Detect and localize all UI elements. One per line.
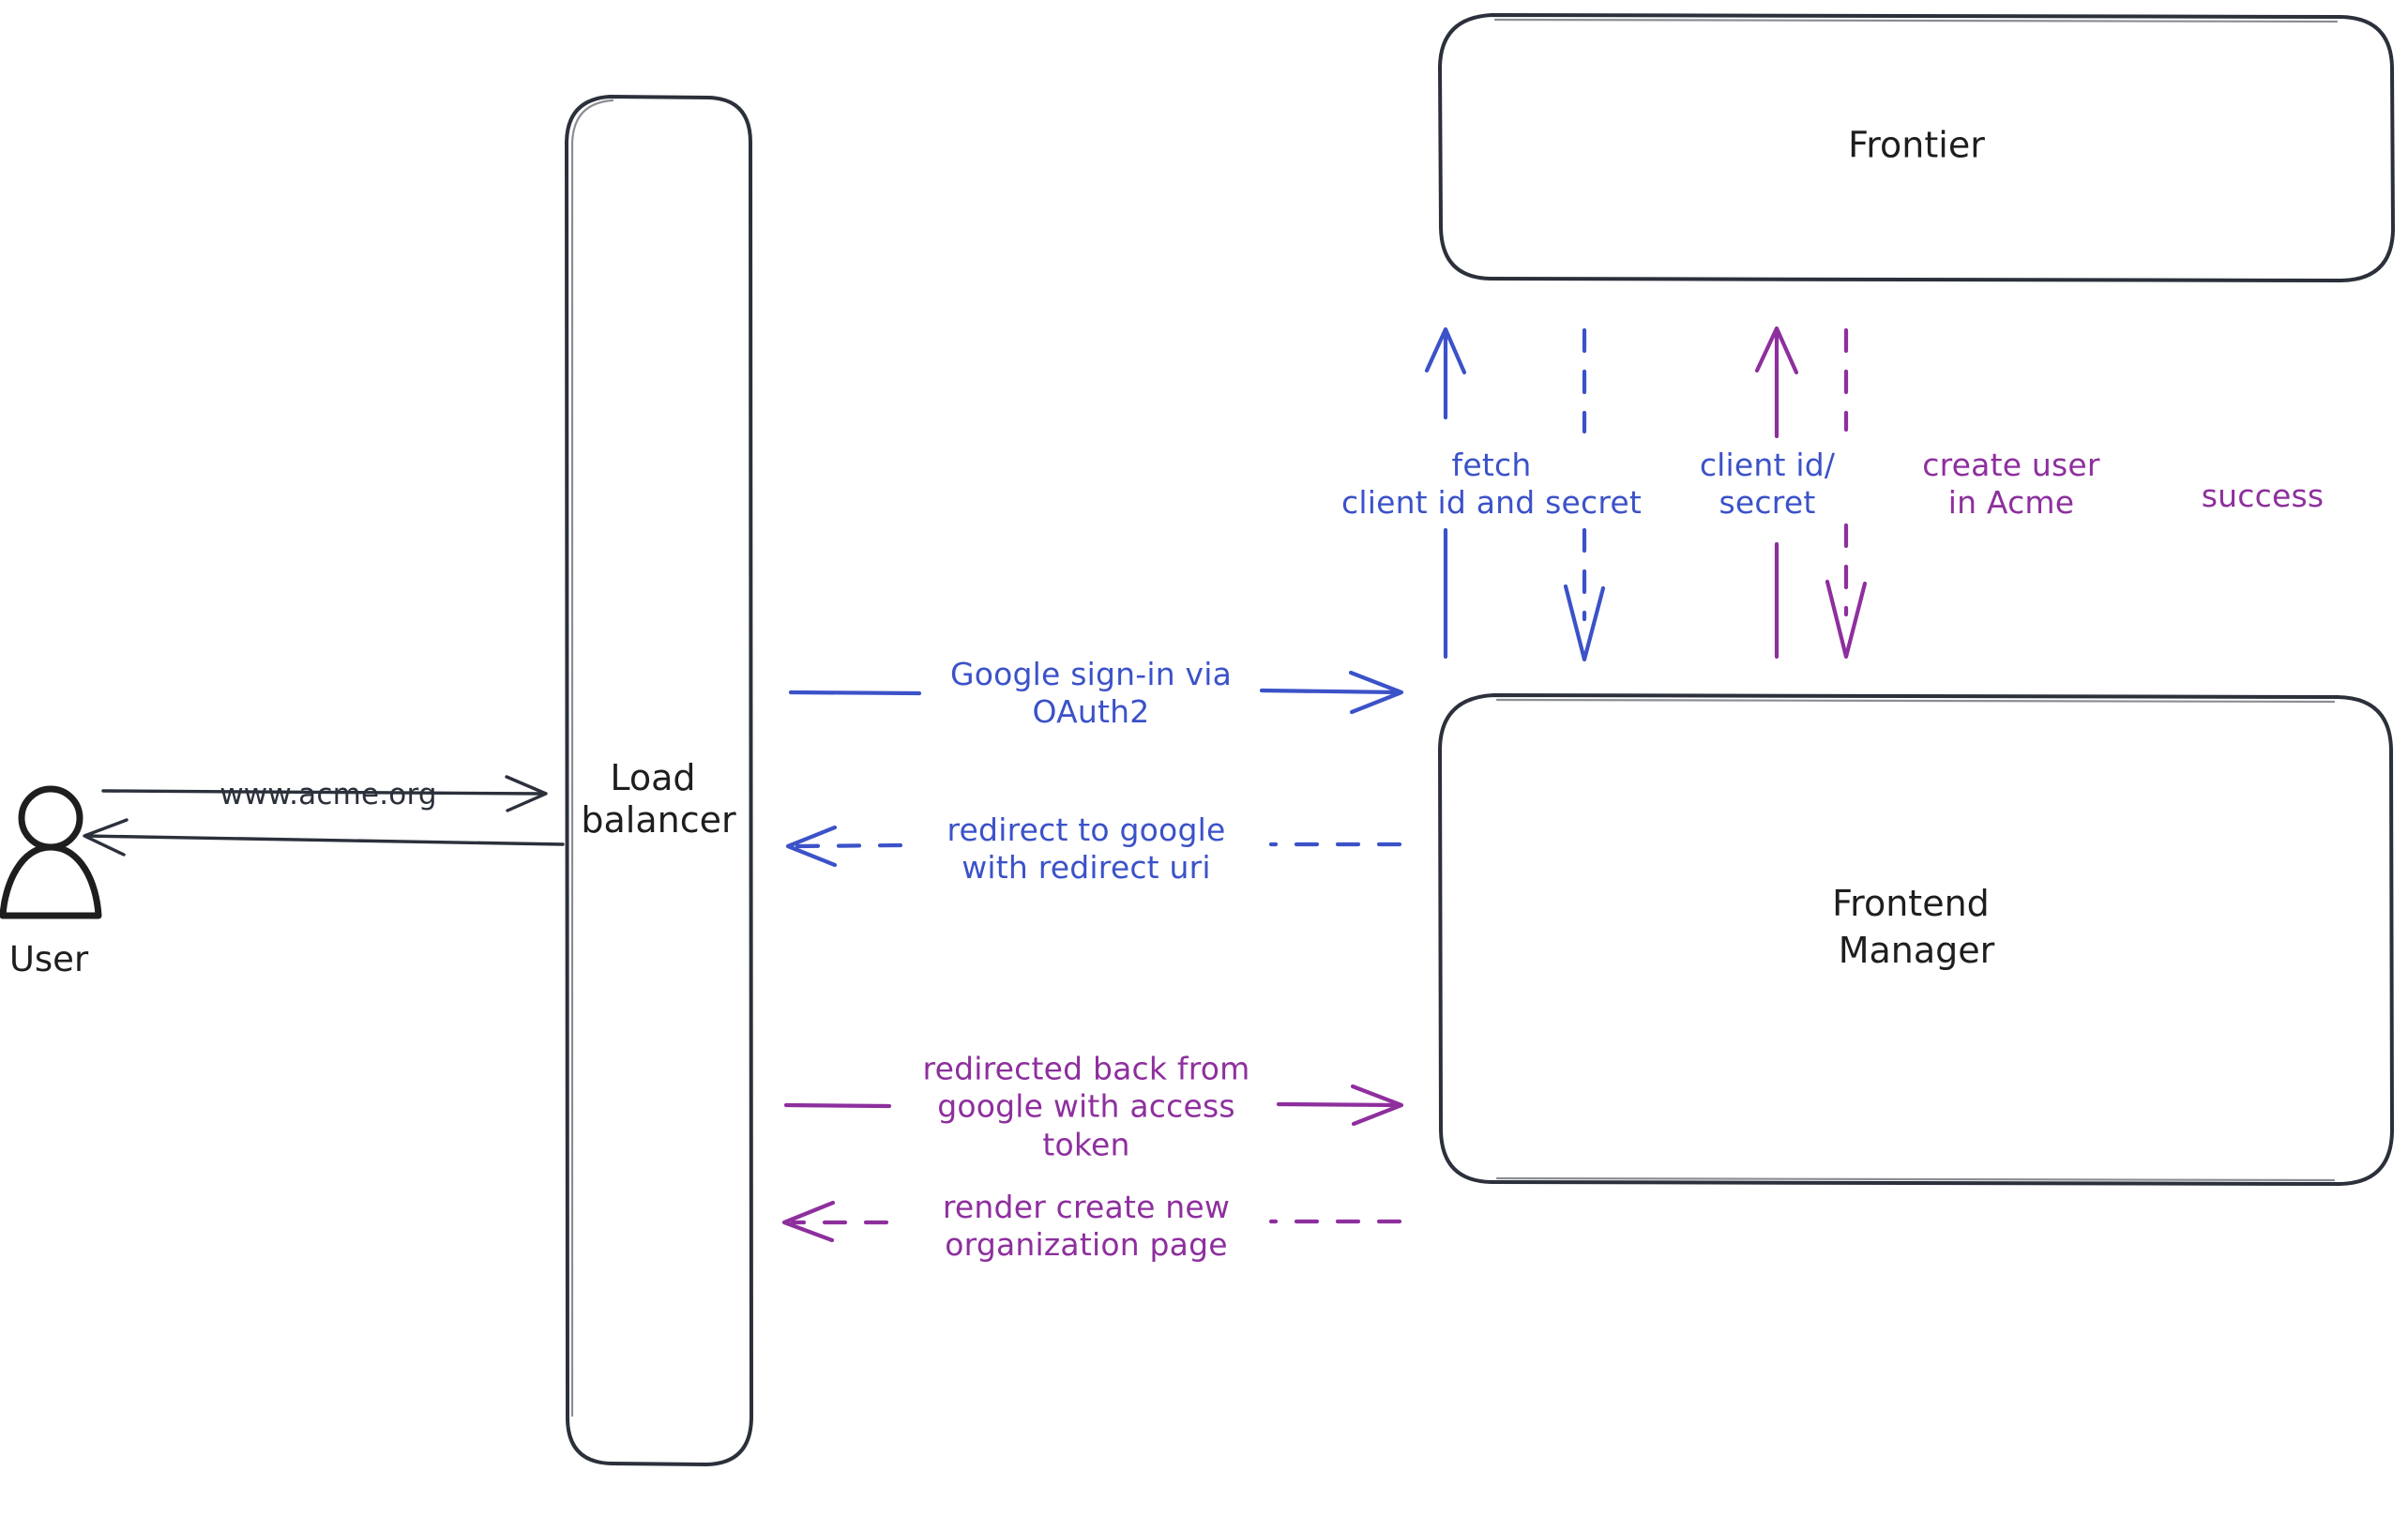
user-label: User: [9, 939, 89, 979]
user-person-icon[interactable]: [0, 785, 102, 919]
edge-label-create-user-in-acme: create user in Acme: [1922, 446, 2100, 521]
edge-frontier-to-fm-creds: [1563, 327, 1606, 662]
edge-user-to-lb: [101, 775, 548, 812]
node-label-load-balancer: Load balancer: [581, 757, 736, 841]
node-frontier[interactable]: [1438, 13, 2395, 282]
edge-label-www-acme-org: www.acme.org: [220, 778, 437, 812]
node-label-frontend-manager: Frontend Manager: [1832, 883, 2001, 971]
edge-label-redirect-to-google: redirect to google with redirect uri: [947, 811, 1226, 886]
edge-fm-to-lb-redirect: [785, 825, 1402, 868]
edge-label-success: success: [2201, 477, 2325, 514]
edge-frontier-to-fm-success: [1825, 327, 1868, 660]
edge-fm-to-frontier-create: [1754, 326, 1799, 660]
edge-label-google-signin: Google sign-in via OAuth2: [949, 655, 1233, 730]
node-frontend-manager[interactable]: [1438, 693, 2394, 1186]
edge-label-render-create-org: render create new organization page: [942, 1188, 1231, 1263]
edge-label-client-id-secret: client id/ secret: [1699, 446, 1836, 521]
node-load-balancer[interactable]: [565, 95, 753, 1466]
node-label-frontier: Frontier: [1848, 125, 1985, 166]
edge-fm-to-lb-render: [781, 1200, 1402, 1243]
edge-fm-to-frontier-fetch: [1424, 326, 1467, 660]
edge-lb-to-fm-signin: [788, 670, 1404, 715]
edge-label-fetch-client-id-secret: fetch client id and secret: [1340, 446, 1643, 521]
edge-label-redirected-back-token: redirected back from google with access …: [922, 1050, 1250, 1163]
edge-lb-to-user: [83, 818, 565, 857]
edge-lb-to-fm-token: [783, 1084, 1404, 1127]
